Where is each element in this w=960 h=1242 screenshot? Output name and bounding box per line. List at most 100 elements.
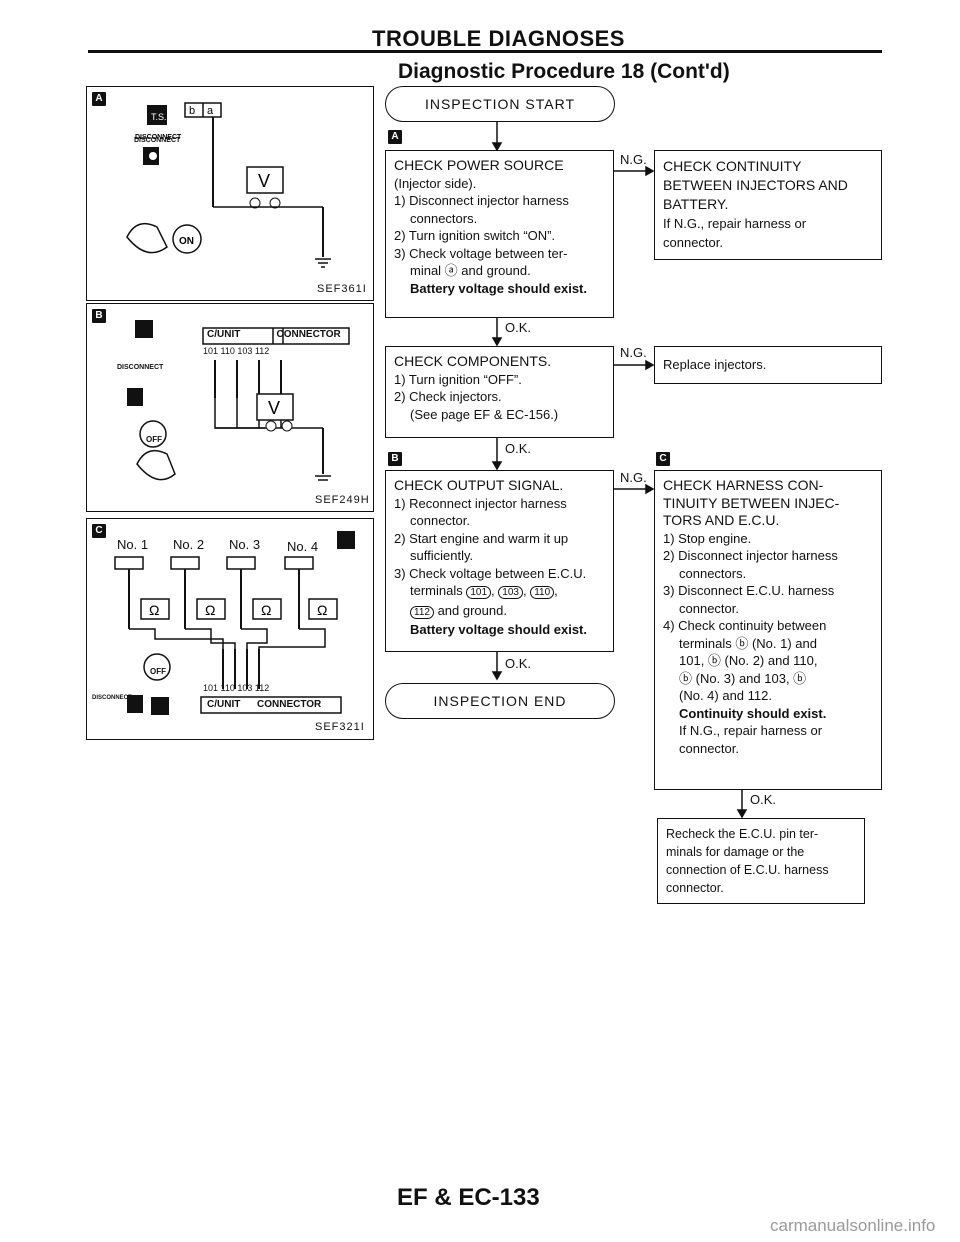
check-power-line: 3) Check voltage between ter- xyxy=(394,245,568,261)
check-continuity-box: CHECK CONTINUITY BETWEEN INJECTORS AND B… xyxy=(654,150,882,260)
output-line: 3) Check voltage between E.C.U. xyxy=(394,565,587,581)
key-label-b: OFF xyxy=(146,435,162,444)
svg-text:V: V xyxy=(268,398,280,418)
continuity-line: connector. xyxy=(663,235,723,250)
inspection-start: INSPECTION START xyxy=(385,86,615,122)
connector-title-b: C/UNIT xyxy=(207,329,241,340)
disconnect-label-a: DISCONNECT xyxy=(134,137,181,144)
harness-line: CHECK HARNESS CON- xyxy=(663,477,824,493)
check-power-line: (Injector side). xyxy=(394,175,477,191)
injector-label-2: No. 2 xyxy=(173,537,205,552)
figure-panel-a: A T.S. b a DISCONNECT V ON SEF361I xyxy=(86,86,374,301)
header-rule xyxy=(88,50,882,53)
replace-injectors-box: Replace injectors. xyxy=(654,346,882,384)
output-line: connector. xyxy=(410,513,470,528)
check-power-result: Battery voltage should exist. xyxy=(410,280,587,296)
recheck-line: Recheck the E.C.U. pin ter- xyxy=(666,827,819,841)
svg-text:DISCONNECT: DISCONNECT xyxy=(135,134,182,141)
svg-text:b: b xyxy=(189,105,195,117)
harness-line: 101, ⓑ (No. 2) and 110, xyxy=(679,653,818,668)
section-subtitle: Diagnostic Procedure 18 (Cont'd) xyxy=(398,60,730,83)
recheck-line: connection of E.C.U. harness xyxy=(666,863,829,877)
continuity-line: BATTERY. xyxy=(663,196,729,212)
check-harness-box: CHECK HARNESS CON- TINUITY BETWEEN INJEC… xyxy=(654,470,882,790)
ng-label-1: N.G. xyxy=(620,152,647,167)
injector-label-4: No. 4 xyxy=(287,539,319,554)
terminal-numbers-b: 101 110 103 112 xyxy=(203,346,270,356)
figure-id-b: SEF249H xyxy=(315,494,370,506)
check-power-title: CHECK POWER SOURCE xyxy=(394,157,564,173)
output-line: sufficiently. xyxy=(410,548,474,563)
svg-text:Ω: Ω xyxy=(205,602,215,618)
figure-id-a: SEF361I xyxy=(317,283,367,295)
terminal-numbers-c: 101 110 103 112 xyxy=(203,683,270,693)
check-power-line: connectors. xyxy=(410,210,478,226)
connector-title-c: C/UNIT xyxy=(207,699,241,710)
recheck-line: connector. xyxy=(666,881,724,895)
harness-line: terminals ⓑ (No. 1) and xyxy=(679,635,817,651)
connector-word-b: CONNECTOR xyxy=(276,329,341,340)
recheck-line: minals for damage or the xyxy=(666,845,805,859)
harness-line: 3) Disconnect E.C.U. harness xyxy=(663,583,835,598)
replace-injectors-text: Replace injectors. xyxy=(663,357,767,372)
connector-label-c: C/UNIT CONNECTOR xyxy=(207,699,321,710)
harness-line: TORS AND E.C.U. xyxy=(663,512,780,528)
components-title: CHECK COMPONENTS. xyxy=(394,353,552,369)
figure-panel-b: B V C/UNIT CONNECTOR 101 110 103 112 DIS… xyxy=(86,303,374,512)
components-line: (See page EF & EC-156.) xyxy=(410,406,559,422)
connector-label-b: C/UNIT CONNECTOR xyxy=(207,329,341,340)
injector-label-3: No. 3 xyxy=(229,537,261,552)
flow-tag-c: C xyxy=(656,452,670,466)
disconnect-label-c: DISCONNECT xyxy=(92,695,132,701)
figure-id-c: SEF321I xyxy=(315,721,365,733)
watermark: carmanualsonline.info xyxy=(770,1216,936,1235)
inspection-end: INSPECTION END xyxy=(385,683,615,719)
harness-line: ⓑ (No. 3) and 103, ⓑ xyxy=(679,670,807,686)
flow-tag-b: B xyxy=(388,452,402,466)
svg-text:a: a xyxy=(207,105,214,117)
components-line: 2) Check injectors. xyxy=(394,389,502,404)
output-result: Battery voltage should exist. xyxy=(410,622,587,637)
ok-label-1: O.K. xyxy=(505,320,532,335)
check-power-line: 2) Turn ignition switch “ON”. xyxy=(394,228,556,243)
svg-text:ON: ON xyxy=(179,236,194,247)
svg-text:Ω: Ω xyxy=(317,602,327,618)
terminal-code-112: 112 xyxy=(410,605,434,619)
ng-label-2: N.G. xyxy=(620,345,647,360)
harness-tail: If N.G., repair harness or xyxy=(679,723,823,738)
svg-text:Ω: Ω xyxy=(149,602,159,618)
components-line: 1) Turn ignition “OFF”. xyxy=(394,371,522,387)
continuity-line: CHECK CONTINUITY xyxy=(663,158,802,174)
harness-line: 1) Stop engine. xyxy=(663,530,752,546)
terminal-code-103: 103 xyxy=(498,586,523,599)
disconnect-label-b: DISCONNECT xyxy=(117,364,164,371)
output-terminals-line: terminals 101, 103, 110, xyxy=(410,583,558,599)
harness-line: (No. 4) and 112. xyxy=(679,688,772,703)
terminal-code-110: 110 xyxy=(530,586,555,599)
page-number: EF & EC-133 xyxy=(397,1184,540,1211)
flow-tag-a: A xyxy=(388,130,402,144)
output-ground-line: 112 and ground. xyxy=(394,602,605,622)
svg-text:Ω: Ω xyxy=(261,602,271,618)
harness-line: 4) Check continuity between xyxy=(663,618,827,633)
check-components-box: CHECK COMPONENTS. 1) Turn ignition “OFF”… xyxy=(385,346,614,438)
voltage-check-diagram-a: T.S. b a DISCONNECT V ON xyxy=(126,102,331,268)
panel-tag-a: A xyxy=(92,92,106,106)
harness-tail: connector. xyxy=(679,740,739,756)
harness-line: connectors. xyxy=(679,565,747,581)
recheck-box: Recheck the E.C.U. pin ter- minals for d… xyxy=(657,818,865,904)
key-label-c: OFF xyxy=(150,667,166,676)
connector-word-c: CONNECTOR xyxy=(257,699,322,710)
harness-line: connector. xyxy=(679,600,739,616)
ok-label-3: O.K. xyxy=(505,656,532,671)
continuity-line: BETWEEN INJECTORS AND xyxy=(663,177,848,193)
panel-tag-b: B xyxy=(92,309,106,323)
panel-tag-c: C xyxy=(92,524,106,538)
output-line: 2) Start engine and warm it up xyxy=(394,530,569,546)
harness-line: TINUITY BETWEEN INJEC- xyxy=(663,494,840,511)
check-output-signal-box: CHECK OUTPUT SIGNAL. 1) Reconnect inject… xyxy=(385,470,614,652)
svg-text:V: V xyxy=(258,171,270,191)
check-power-line: 1) Disconnect injector harness xyxy=(394,193,569,208)
